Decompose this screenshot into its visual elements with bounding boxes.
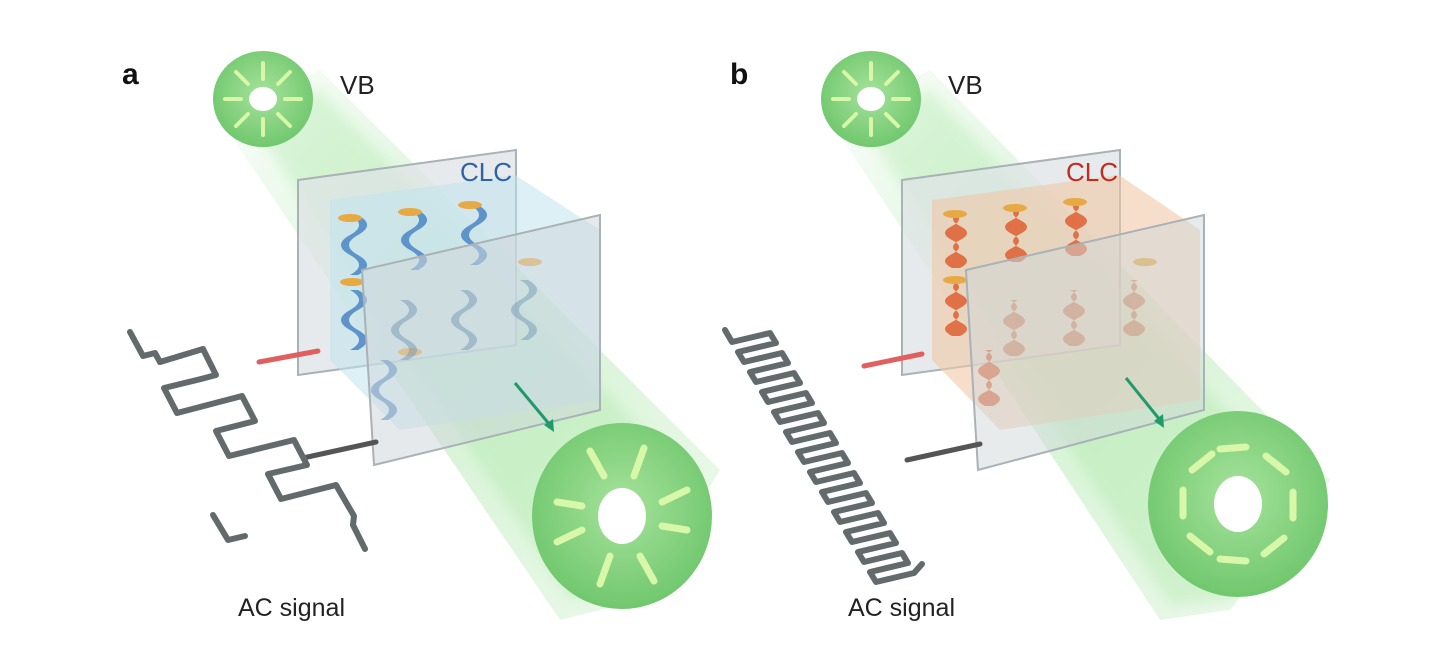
front-glass-plate [360,213,601,467]
output-vortex-beam [532,423,712,609]
panel-b: b VB [722,51,1330,622]
square-wave [127,329,368,552]
bottom-electrode [300,439,379,461]
vb-label: VB [340,70,375,100]
panel-a: a VB [122,51,720,622]
input-vortex-beam [213,51,313,147]
propagation-arrow [513,382,554,432]
high-frequency-square-wave [722,327,925,585]
vb-label: VB [948,70,983,100]
top-electrode [256,348,321,365]
clc-label: CLC [1066,157,1118,187]
propagation-arrow [1124,377,1164,428]
ac-signal-label: AC signal [238,594,345,622]
clc-label: CLC [460,157,512,187]
panel-a-label: a [122,58,139,91]
top-electrode [861,351,925,369]
output-vortex-beam [1148,411,1328,597]
input-vortex-beam [821,51,921,147]
bottom-electrode [904,441,983,463]
front-glass-plate [964,213,1205,472]
ac-signal-label: AC signal [848,594,955,622]
panel-b-label: b [730,58,748,91]
cholesteric-helices-front [1003,280,1145,356]
cholesteric-helices-front [391,280,537,360]
